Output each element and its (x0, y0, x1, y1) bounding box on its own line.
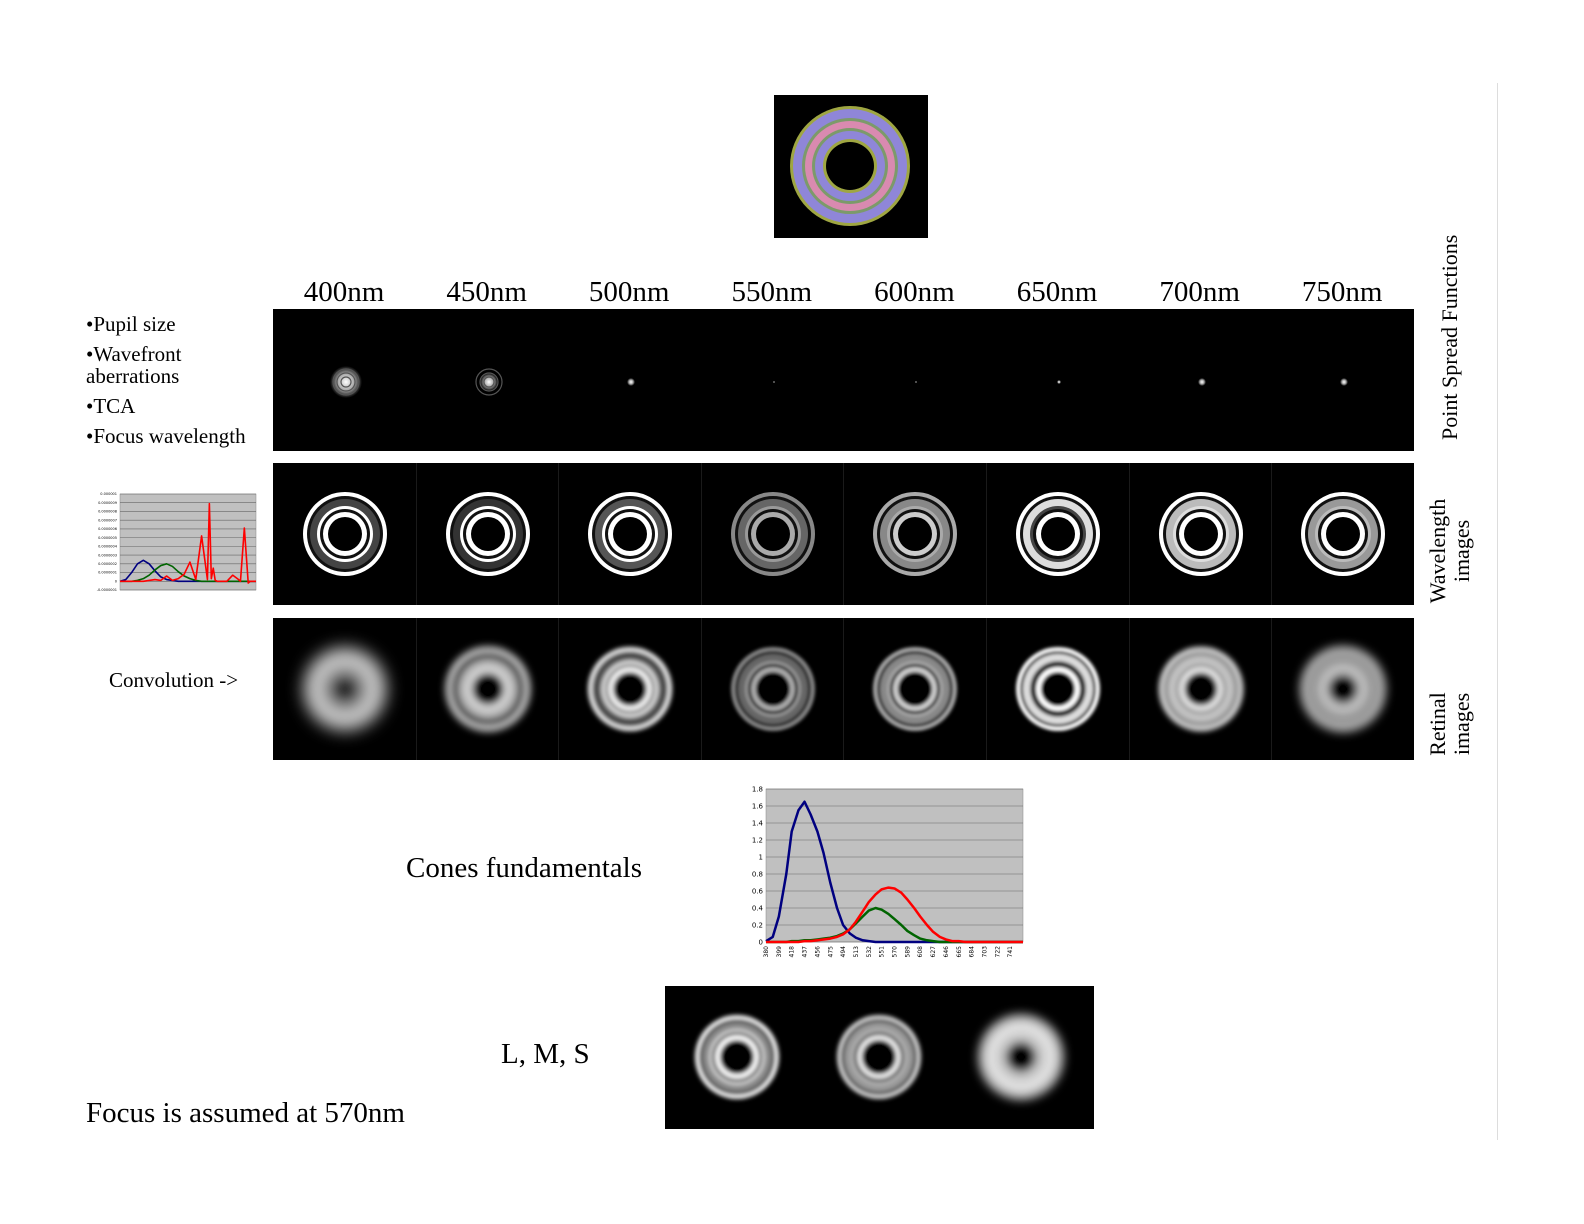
psf-image (772, 381, 775, 383)
wavelength-image (986, 463, 1100, 605)
x-tick-label: 741 (1007, 946, 1014, 958)
x-tick-label: 570 (892, 946, 899, 958)
psf-image (330, 366, 362, 398)
wavelength-label: 500nm (588, 276, 670, 308)
bullet-tca: •TCA (86, 394, 136, 418)
wavelength-label: 550nm (731, 276, 813, 308)
focus-note: Focus is assumed at 570nm (86, 1097, 405, 1129)
wavelength-image (415, 463, 530, 605)
x-tick-label: 456 (814, 946, 821, 958)
y-tick-label: 0 (759, 938, 763, 946)
x-tick-label: 513 (853, 946, 860, 958)
retinal-image (415, 618, 530, 760)
y-tick-label: 0.0000002 (98, 562, 117, 566)
y-tick-label: 0.000001 (100, 492, 117, 496)
wavelength-label: 650nm (1016, 276, 1098, 308)
target-stimulus-image (774, 95, 928, 238)
label-retinal-images: Retinal images (1425, 692, 1474, 756)
x-tick-label: 722 (994, 946, 1001, 958)
y-tick-label: 0.0000005 (98, 536, 117, 540)
y-tick-label: 1.8 (752, 785, 763, 793)
m-cone-image (837, 1015, 921, 1099)
y-tick-label: 0.0000007 (98, 518, 117, 522)
bullet-pupil-size: •Pupil size (86, 312, 176, 336)
retinal-image (303, 647, 387, 731)
x-tick-label: 665 (956, 946, 963, 958)
wavelength-images-row (273, 463, 1414, 605)
wavelength-image (700, 463, 815, 605)
wavelength-label: 600nm (874, 276, 955, 308)
x-tick-label: 589 (904, 946, 911, 958)
x-tick-label: 437 (802, 946, 809, 958)
wavelength-label: 750nm (1301, 276, 1383, 308)
x-tick-label: 399 (776, 946, 783, 958)
retinal-image (558, 618, 673, 760)
psf-image (474, 368, 503, 396)
psf-image (627, 378, 636, 386)
psf-parameters-list: •Pupil size •Wavefront aberrations •TCA … (86, 313, 246, 455)
retinal-image (986, 618, 1100, 760)
page-edge-divider (1497, 83, 1498, 1140)
x-tick-label: 532 (866, 946, 873, 958)
y-tick-label: 1.6 (752, 802, 764, 810)
x-tick-label: 380 (763, 946, 770, 958)
x-tick-label: 703 (981, 946, 988, 958)
wavelength-label: 450nm (446, 276, 527, 308)
y-tick-label: 0.4 (752, 904, 764, 912)
retinal-image (843, 618, 958, 760)
wavelength-image (1128, 463, 1243, 605)
x-tick-label: 684 (969, 946, 976, 958)
x-tick-label: 627 (930, 946, 937, 958)
y-tick-label: 0.8 (752, 870, 763, 878)
y-tick-label: 0.6 (752, 887, 764, 895)
bullet-focus: •Focus wavelength (86, 424, 246, 448)
label-wavelength-images: Wavelength images (1425, 498, 1474, 604)
x-tick-label: 418 (789, 946, 796, 958)
retinal-image (700, 618, 815, 760)
y-tick-label: 0.0000009 (98, 501, 117, 505)
y-tick-label: 0 (115, 579, 117, 583)
convolution-label: Convolution -> (109, 668, 239, 692)
y-tick-label: 0.0000004 (98, 545, 118, 549)
y-tick-label: 1.2 (752, 836, 763, 844)
wavelength-image (558, 463, 673, 605)
x-tick-label: 646 (943, 946, 950, 958)
y-tick-label: 1 (759, 853, 763, 861)
y-tick-label: -0.0000001 (97, 588, 117, 592)
psf-image (1340, 378, 1349, 386)
series-line-L (766, 886, 1023, 944)
s-cone-image (979, 1015, 1063, 1099)
y-tick-label: 0.0000006 (98, 527, 117, 531)
y-tick-label: 0.0000001 (98, 571, 117, 575)
y-tick-label: 0.2 (752, 921, 763, 929)
x-tick-label: 475 (827, 946, 834, 958)
lms-images-panel (665, 986, 1094, 1129)
series-line-Light (120, 502, 256, 584)
psf-image (1057, 380, 1061, 384)
x-tick-label: 551 (879, 946, 886, 958)
x-tick-label: 494 (840, 946, 847, 958)
y-tick-label: 0.0000003 (98, 553, 117, 557)
retinal-image (1128, 618, 1243, 760)
x-tick-label: 608 (917, 946, 924, 958)
l-cone-image (695, 1015, 779, 1099)
wavelength-image (303, 492, 387, 576)
psf-image (1197, 378, 1206, 386)
wavelength-label: 700nm (1159, 276, 1240, 308)
cones-label: Cones fundamentals (406, 852, 642, 884)
y-tick-label: 0.0000008 (98, 510, 117, 514)
wavelength-image (843, 463, 958, 605)
y-tick-label: 1.4 (752, 819, 764, 827)
label-psf: Point Spread Functions (1437, 234, 1462, 440)
wavelength-image (1271, 463, 1386, 605)
lms-label: L, M, S (501, 1038, 590, 1070)
bullet-wavefront: •Wavefront aberrations (86, 342, 182, 388)
retinal-images-row (273, 618, 1414, 760)
psf-image (915, 381, 918, 383)
light-spectrum-chart: 0.000001 0.0000009 0.0000008 0.0000007 0.000… (97, 492, 257, 592)
psf-row (273, 309, 1414, 451)
wavelength-label: 400nm (303, 276, 385, 308)
retinal-image (1271, 618, 1386, 760)
